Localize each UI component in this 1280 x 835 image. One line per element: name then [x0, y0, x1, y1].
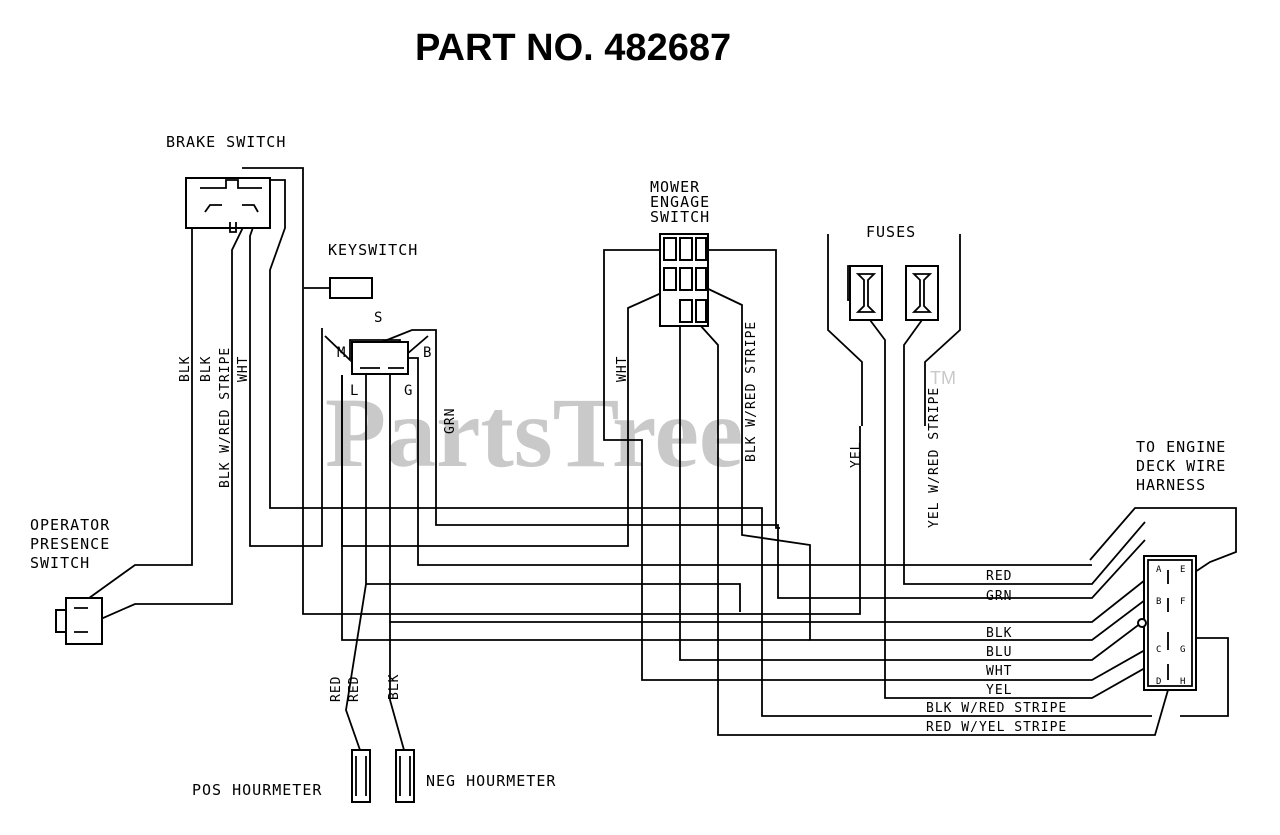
- wire-label-red-hm-2: RED: [347, 676, 362, 702]
- page-title: PART NO. 482687: [415, 27, 731, 69]
- harness-wire-red: RED: [986, 569, 1012, 584]
- operator-presence-switch: OPERATOR PRESENCE SWITCH: [30, 516, 110, 645]
- engine-harness-connector: TO ENGINE DECK WIRE HARNESS A B C D E F …: [1136, 438, 1226, 691]
- terminal-l: L: [350, 383, 358, 399]
- harness-wire-blk-red: BLK W/RED STRIPE: [926, 701, 1067, 716]
- wire-label-yel: YEL: [849, 442, 864, 468]
- pin-e: E: [1180, 565, 1185, 575]
- wire-label-blk-red-brake: BLK W/RED STRIPE: [218, 347, 233, 488]
- fuses-label: FUSES: [866, 223, 916, 241]
- wire-label-wht-mower: WHT: [615, 356, 630, 382]
- wire-label-blk-2: BLK: [199, 356, 214, 382]
- wire-label-wht-brake: WHT: [236, 356, 251, 382]
- wire-label-blk-1: BLK: [178, 356, 193, 382]
- pin-c: C: [1156, 645, 1161, 655]
- wire-label-blk-hm: BLK: [387, 674, 402, 700]
- keyswitch-label: KEYSWITCH: [328, 241, 418, 259]
- engine-harness-label-2: DECK WIRE: [1136, 457, 1226, 475]
- harness-wire-yel: YEL: [986, 683, 1012, 698]
- harness-wire-blk: BLK: [986, 626, 1012, 641]
- engine-harness-label-1: TO ENGINE: [1136, 438, 1226, 456]
- harness-wire-blu: BLU: [986, 645, 1012, 660]
- operator-presence-label-3: SWITCH: [30, 554, 90, 572]
- brake-switch-label: BRAKE SWITCH: [166, 133, 286, 151]
- terminal-b: B: [423, 345, 431, 361]
- vertical-wire-labels: BLK BLK BLK W/RED STRIPE WHT GRN WHT BLK…: [178, 321, 942, 702]
- hourmeter-terminals: POS HOURMETER NEG HOURMETER: [192, 749, 556, 803]
- pin-a: A: [1156, 565, 1162, 575]
- wire-label-grn: GRN: [443, 408, 458, 434]
- neg-hourmeter-label: NEG HOURMETER: [426, 772, 556, 790]
- harness-wire-red-yel: RED W/YEL STRIPE: [926, 720, 1067, 735]
- keyswitch: KEYSWITCH S M B L G: [324, 241, 431, 399]
- brake-switch: BRAKE SWITCH: [166, 133, 286, 233]
- pin-h: H: [1180, 677, 1185, 687]
- watermark-trademark: TM: [930, 368, 956, 388]
- mower-engage-switch: MOWER ENGAGE SWITCH: [650, 178, 710, 327]
- harness-wire-grn: GRN: [986, 589, 1012, 604]
- mower-engage-label-3: SWITCH: [650, 208, 710, 226]
- terminal-g: G: [404, 383, 412, 399]
- pin-d: D: [1156, 677, 1161, 687]
- mower-engage-label-2: ENGAGE: [650, 193, 710, 211]
- wire-label-yel-red: YEL W/RED STRIPE: [927, 387, 942, 528]
- pin-g: G: [1180, 645, 1185, 655]
- harness-wire-labels: RED GRN BLK BLU WHT YEL BLK W/RED STRIPE…: [926, 569, 1067, 735]
- pos-hourmeter-label: POS HOURMETER: [192, 781, 322, 799]
- pin-f: F: [1180, 597, 1185, 607]
- fuses: FUSES: [849, 223, 939, 321]
- wire-label-red-hm-1: RED: [329, 676, 344, 702]
- wire-label-blk-red-mower: BLK W/RED STRIPE: [744, 321, 759, 462]
- pin-b: B: [1156, 597, 1161, 607]
- terminal-m: M: [337, 345, 345, 361]
- terminal-s: S: [374, 310, 382, 326]
- operator-presence-label-2: PRESENCE: [30, 535, 110, 553]
- engine-harness-label-3: HARNESS: [1136, 476, 1206, 494]
- operator-presence-label-1: OPERATOR: [30, 516, 110, 534]
- watermark: PartsTree: [325, 377, 743, 488]
- mower-engage-label-1: MOWER: [650, 178, 700, 196]
- harness-wire-wht: WHT: [986, 664, 1012, 679]
